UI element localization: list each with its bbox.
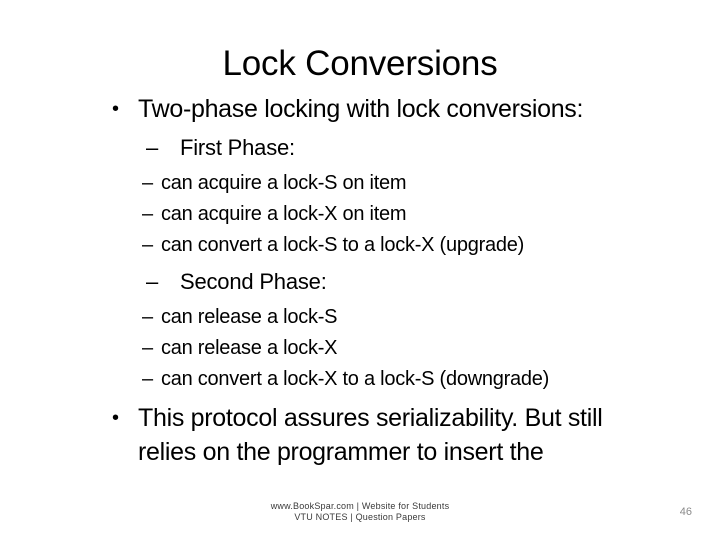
dash-glyph-icon: – — [142, 368, 153, 390]
slide-body: • Two-phase locking with lock conversion… — [108, 92, 708, 469]
list-item-label: can acquire a lock-X on item — [161, 203, 407, 225]
list-item-label: can release a lock-S — [161, 306, 338, 328]
list-item: – can acquire a lock-S on item — [108, 169, 708, 198]
dash-glyph-icon: – — [142, 172, 153, 194]
page-number: 46 — [679, 506, 692, 518]
bullet-glyph-icon: • — [112, 98, 119, 120]
page-title: Lock Conversions — [222, 44, 498, 83]
list-item-label: can convert a lock-S to a lock-X (upgrad… — [161, 234, 525, 256]
dash-glyph-icon: – — [142, 306, 153, 328]
bullet-item-label-continued: relies on the programmer to insert the — [138, 438, 544, 466]
watermark-line-1: www.BookSpar.com | Website for Students — [270, 501, 450, 511]
list-item: – can release a lock-X — [108, 334, 708, 363]
subheading-second-phase: – Second Phase: — [108, 267, 708, 297]
dash-glyph-icon: – — [142, 337, 153, 359]
bullet-item-two-phase-locking: • Two-phase locking with lock conversion… — [108, 92, 708, 126]
list-item: – can convert a lock-S to a lock-X (upgr… — [108, 231, 708, 260]
subheading-label: Second Phase: — [180, 269, 327, 294]
list-item-label: can acquire a lock-S on item — [161, 172, 407, 194]
bullet-item-protocol-assures: • This protocol assures serializability.… — [108, 401, 708, 435]
list-item: – can convert a lock-X to a lock-S (down… — [108, 365, 708, 394]
list-item-label: can release a lock-X — [161, 337, 338, 359]
bullet-glyph-icon: • — [112, 407, 119, 429]
subheading-label: First Phase: — [180, 135, 295, 160]
dash-glyph-icon: – — [142, 203, 153, 225]
subheading-first-phase: – First Phase: — [108, 133, 708, 163]
bullet-item-label: Two-phase locking with lock conversions: — [138, 95, 584, 123]
watermark-line-2: VTU NOTES | Question Papers — [294, 512, 426, 522]
watermark: www.BookSpar.com | Website for Students … — [0, 501, 720, 523]
dash-glyph-icon: – — [146, 269, 159, 294]
list-item-label: can convert a lock-X to a lock-S (downgr… — [161, 368, 550, 390]
dash-glyph-icon: – — [146, 135, 159, 160]
list-item: – can release a lock-S — [108, 303, 708, 332]
bullet-item-protocol-assures-continued: relies on the programmer to insert the — [108, 435, 708, 469]
bullet-item-label: This protocol assures serializability. B… — [138, 404, 603, 432]
dash-glyph-icon: – — [142, 234, 153, 256]
list-item: – can acquire a lock-X on item — [108, 200, 708, 229]
